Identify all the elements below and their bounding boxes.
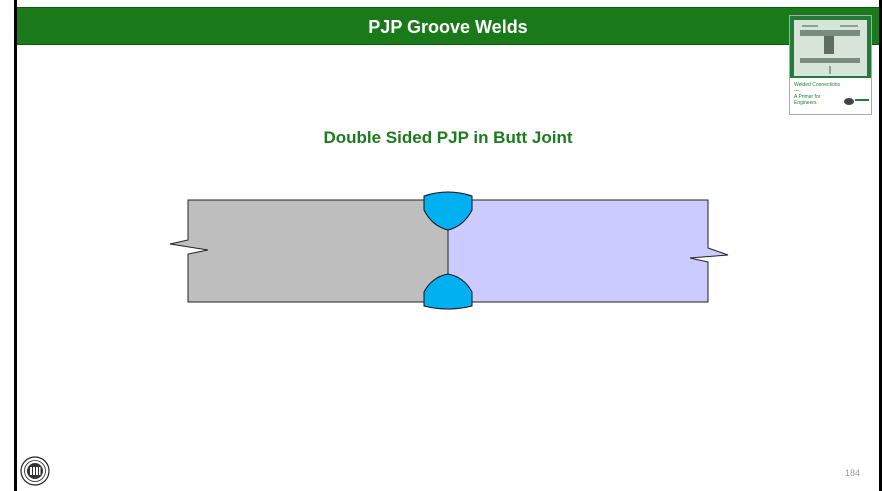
title-bar: PJP Groove Welds [17,7,879,45]
aisc-seal-icon [20,456,50,486]
publisher-name-mark [855,99,869,101]
left-plate [169,199,449,303]
frame-left-border [14,0,17,491]
bottom-weld [423,273,473,310]
slide-subtitle: Double Sided PJP in Butt Joint [323,128,573,147]
publisher-logo-icon [844,98,854,105]
book-cover-thumbnail: Welded Connections— A Primer for Enginee… [789,15,872,115]
cover-title-line: Engineers [794,100,817,106]
slide-title: PJP Groove Welds [368,17,528,37]
cover-title: Welded Connections— A Primer for Enginee… [794,82,842,106]
cover-title-line: Welded Connections— [794,82,841,94]
cover-title-line: A Primer for [794,94,821,100]
page-number: 184 [844,468,860,478]
top-weld [423,191,473,231]
frame-right-border [879,0,882,491]
cover-bottom-panel [790,78,871,114]
right-plate [447,199,729,303]
cover-illustration [794,20,867,76]
